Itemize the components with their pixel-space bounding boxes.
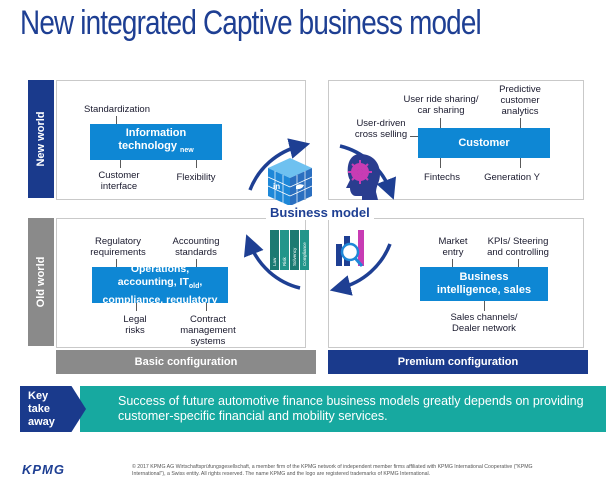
- connector: [452, 259, 453, 267]
- user-driven-label: User-driven cross selling: [354, 118, 408, 140]
- business-intelligence-box: Business intelligence, sales: [420, 267, 548, 301]
- connector: [520, 158, 521, 168]
- connector: [196, 160, 197, 168]
- key-takeaway-text-box: Success of future automotive finance bus…: [80, 386, 606, 432]
- book-label: Risk: [282, 257, 287, 266]
- information-technology-box: Information technology new: [90, 124, 222, 160]
- legal-risks-label: Legal risks: [123, 314, 147, 336]
- connector: [120, 160, 121, 168]
- connector: [518, 259, 519, 267]
- connector: [440, 158, 441, 168]
- ops-box-line1: Operations,: [130, 263, 190, 276]
- ops-box-line3: compliance, regulatory: [102, 293, 218, 306]
- analytics-icon: [336, 230, 364, 267]
- basic-configuration-label: Basic configuration: [134, 356, 238, 368]
- key-takeaway-label: Key take away: [28, 389, 55, 428]
- customer-box: Customer: [418, 128, 550, 158]
- bi-box-label: Business intelligence, sales: [436, 271, 532, 296]
- regulatory-label: Regulatory requirements: [90, 236, 146, 258]
- premium-configuration-bar: Premium configuration: [328, 350, 588, 374]
- new-world-label: New world: [35, 111, 47, 167]
- sidebar-new-world: New world: [28, 80, 54, 198]
- contract-label: Contract management systems: [180, 314, 236, 347]
- social-media-cube-icon: in: [267, 158, 313, 206]
- svg-text:in: in: [273, 182, 280, 191]
- connector: [116, 259, 117, 267]
- connector: [196, 259, 197, 267]
- book-label: Compliance: [302, 242, 307, 266]
- old-world-label: Old world: [35, 256, 47, 308]
- customer-box-label: Customer: [458, 136, 510, 149]
- key-takeaway-label-box: Key take away: [20, 386, 86, 432]
- kpmg-logo: KPMG: [22, 462, 65, 477]
- accounting-standards-label: Accounting standards: [172, 236, 220, 258]
- sales-channels-label: Sales channels/ Dealer network: [450, 312, 518, 334]
- flexibility-label: Flexibility: [176, 172, 216, 183]
- business-model-label: Business model: [266, 205, 374, 220]
- center-graphic: in Law Risk Solvency Compliance: [243, 138, 397, 296]
- book-label: Law: [272, 257, 277, 266]
- ops-box-line2: accounting, IT: [117, 276, 189, 289]
- cycle-arrows-icon: [243, 138, 397, 296]
- basic-configuration-bar: Basic configuration: [56, 350, 316, 374]
- operations-box: Operations, accounting, ITold, complianc…: [92, 263, 228, 306]
- customer-interface-label: Customer interface: [98, 170, 140, 192]
- footer-copyright: © 2017 KPMG AG Wirtschaftsprüfungsgesell…: [132, 464, 533, 477]
- ops-box-line2-end: ,: [199, 276, 203, 289]
- connector: [520, 118, 521, 128]
- page-title: New integrated Captive business model: [20, 4, 482, 42]
- connector: [410, 136, 420, 137]
- user-ride-sharing-label: User ride sharing/ car sharing: [403, 94, 479, 116]
- generation-y-label: Generation Y: [484, 172, 540, 183]
- sidebar-old-world: Old world: [28, 218, 54, 346]
- predictive-analytics-label: Predictive customer analytics: [499, 84, 541, 117]
- book-label: Solvency: [292, 247, 297, 266]
- connector: [440, 118, 441, 128]
- connector: [116, 116, 117, 124]
- connector: [484, 301, 485, 311]
- it-box-label: Information technology: [118, 126, 187, 152]
- key-takeaway-text: Success of future automotive finance bus…: [118, 394, 584, 423]
- standardization-label: Standardization: [83, 104, 151, 115]
- it-box-sub: new: [180, 147, 194, 155]
- connector: [206, 303, 207, 311]
- kpis-label: KPIs/ Steering and controlling: [487, 236, 549, 258]
- market-entry-label: Market entry: [438, 236, 468, 258]
- connector: [136, 303, 137, 311]
- premium-configuration-label: Premium configuration: [397, 356, 519, 368]
- ops-box-sub: old: [188, 283, 200, 291]
- brain-head-icon: [346, 154, 380, 200]
- fintechs-label: Fintechs: [424, 172, 460, 183]
- books-icon: Law Risk Solvency Compliance: [270, 230, 309, 270]
